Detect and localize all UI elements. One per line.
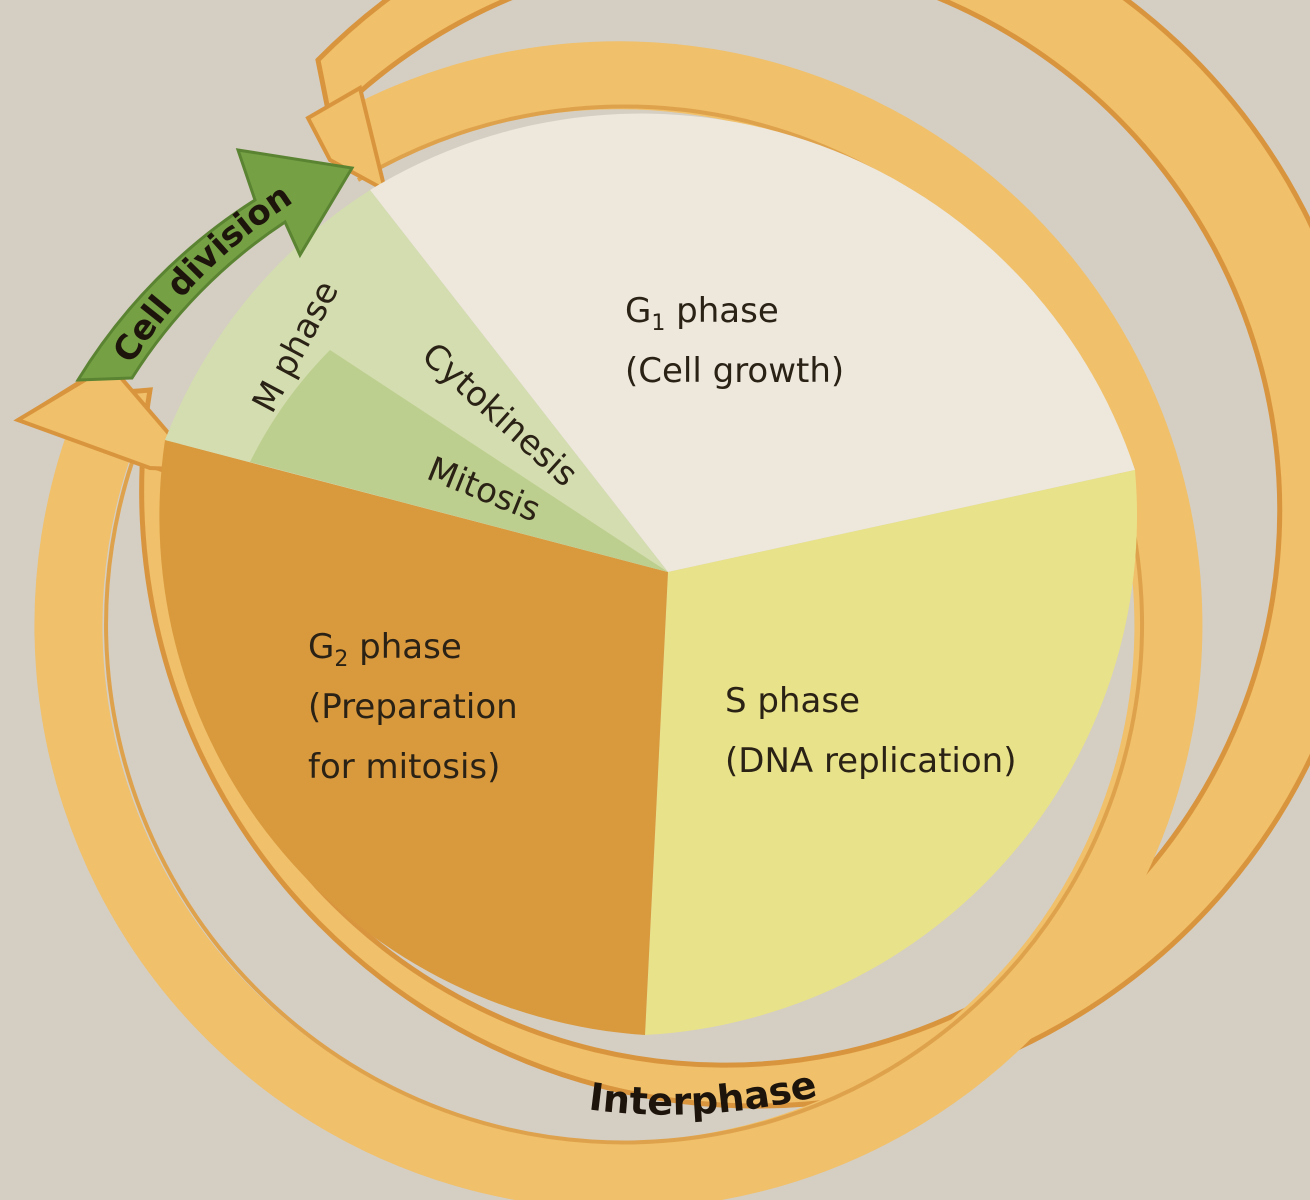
g1-sector	[370, 113, 1135, 572]
cell-division-arrow-icon	[75, 148, 355, 382]
interphase-arrow-icon	[14, 0, 1310, 1109]
m-phase-sector	[165, 190, 668, 572]
s-phase-label: S phase	[725, 681, 860, 721]
g1-phase-description: (Cell growth)	[625, 351, 844, 391]
interphase-ring	[34, 41, 1203, 1200]
mitosis-sector	[250, 350, 668, 572]
g2-phase-label: G2 phase	[308, 627, 462, 672]
g2-phase-description-line1: (Preparation	[308, 687, 518, 727]
s-sector	[645, 470, 1138, 1035]
g2-sector	[159, 440, 668, 1035]
interphase-ring-inner-edge	[104, 104, 1145, 1145]
g1-phase-label: G1 phase	[625, 291, 779, 336]
s-phase-description: (DNA replication)	[725, 741, 1017, 781]
g2-phase-description-line2: for mitosis)	[308, 747, 500, 787]
